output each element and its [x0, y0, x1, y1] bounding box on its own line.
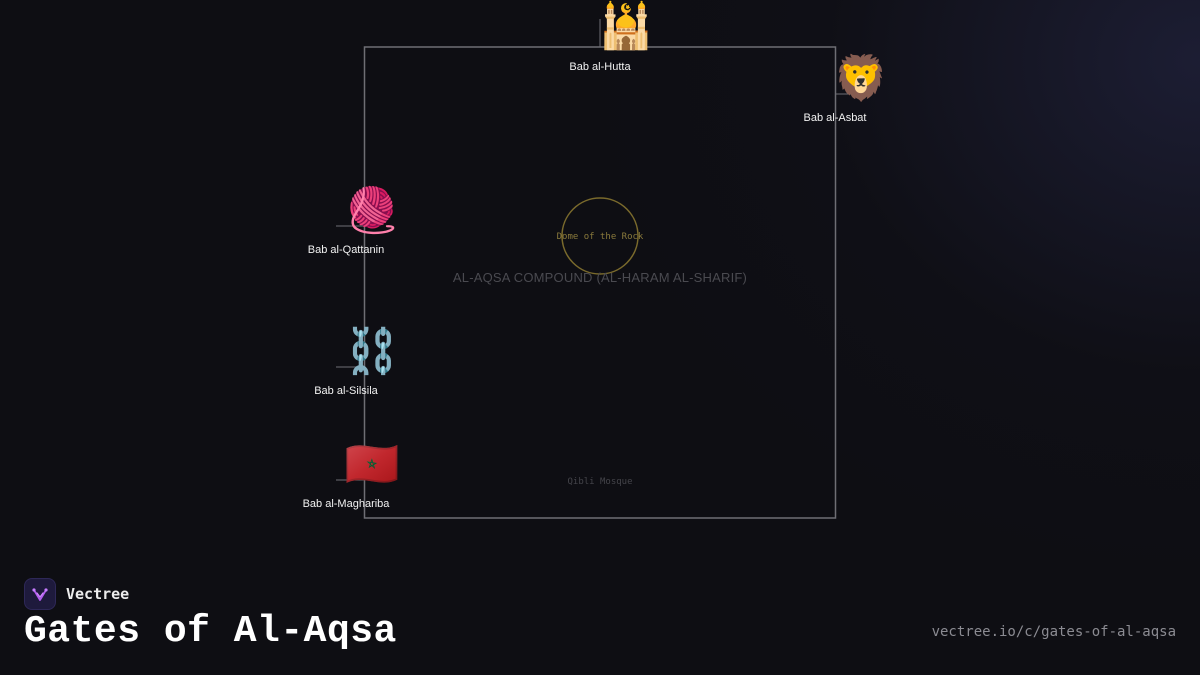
gate-label-maghariba: Bab al-Maghariba [302, 498, 390, 510]
qibli-mosque-label: Qibli Mosque [567, 477, 633, 487]
gate-label-hutta: Bab al-Hutta [569, 61, 631, 73]
gate-label-asbat: Bab al-Asbat [803, 112, 867, 124]
mosque-icon: 🕌 [598, 1, 654, 52]
page-title: Gates of Al-Aqsa [24, 610, 397, 653]
morocco-flag-icon: 🇲🇦 [344, 439, 400, 490]
brand-name: Vectree [66, 585, 130, 603]
dome-of-the-rock-marker [561, 197, 639, 275]
lion-icon: 🦁 [833, 53, 889, 104]
compound-label: AL-AQSA COMPOUND (AL-HARAM AL-SHARIF) [452, 270, 748, 285]
page-url[interactable]: vectree.io/c/gates-of-al-aqsa [931, 624, 1176, 640]
brand[interactable]: Vectree [24, 577, 129, 611]
dome-of-the-rock-label: Dome of the Rock [556, 232, 644, 242]
yarn-icon: 🧶 [344, 185, 400, 236]
gate-label-silsila: Bab al-Silsila [314, 385, 378, 397]
gate-label-qattanin: Bab al-Qattanin [307, 244, 385, 256]
chains-icon: ⛓️ [344, 326, 400, 377]
vectree-logo-icon [24, 578, 56, 610]
